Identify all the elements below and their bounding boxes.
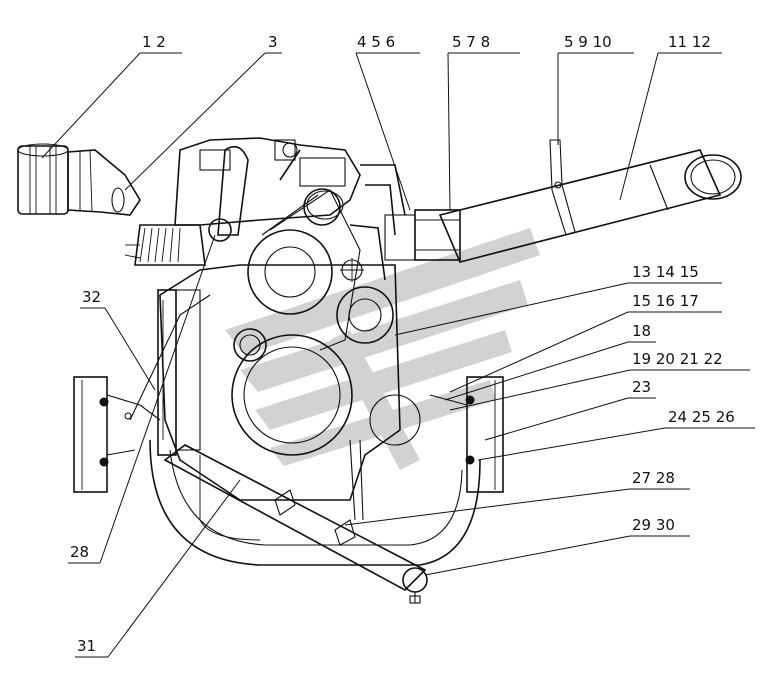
cooling-block <box>124 224 206 266</box>
manifold-pipes <box>279 142 406 281</box>
coolant-pipe <box>129 294 428 604</box>
label-23: 23 <box>632 378 651 396</box>
lower-frame <box>149 439 481 566</box>
cylinder-head <box>174 137 361 242</box>
label-15-16-17: 15 16 17 <box>632 292 699 310</box>
part-labels: 1 2 3 4 5 6 5 7 8 5 9 10 11 12 13 14 15 … <box>70 33 735 655</box>
label-18: 18 <box>632 322 651 340</box>
label-11-12: 11 12 <box>668 33 711 51</box>
label-5-9-10: 5 9 10 <box>564 33 612 51</box>
label-29-30: 29 30 <box>632 516 675 534</box>
label-27-28: 27 28 <box>632 469 675 487</box>
label-13-14-15: 13 14 15 <box>632 263 699 281</box>
leader-lines <box>41 52 755 658</box>
label-32: 32 <box>82 288 101 306</box>
label-1-2: 1 2 <box>142 33 166 51</box>
label-4-5-6: 4 5 6 <box>357 33 395 51</box>
exhaust-pipe <box>384 139 742 263</box>
engine-body <box>157 264 401 501</box>
label-24-25-26: 24 25 26 <box>668 408 735 426</box>
engine-mounts <box>73 376 504 493</box>
label-19-22: 19 20 21 22 <box>632 350 723 368</box>
label-5-7-8: 5 7 8 <box>452 33 490 51</box>
pulley-system <box>231 188 421 456</box>
label-28: 28 <box>70 543 89 561</box>
label-31: 31 <box>77 637 96 655</box>
label-3: 3 <box>268 33 278 51</box>
air-intake-duct <box>17 143 141 216</box>
